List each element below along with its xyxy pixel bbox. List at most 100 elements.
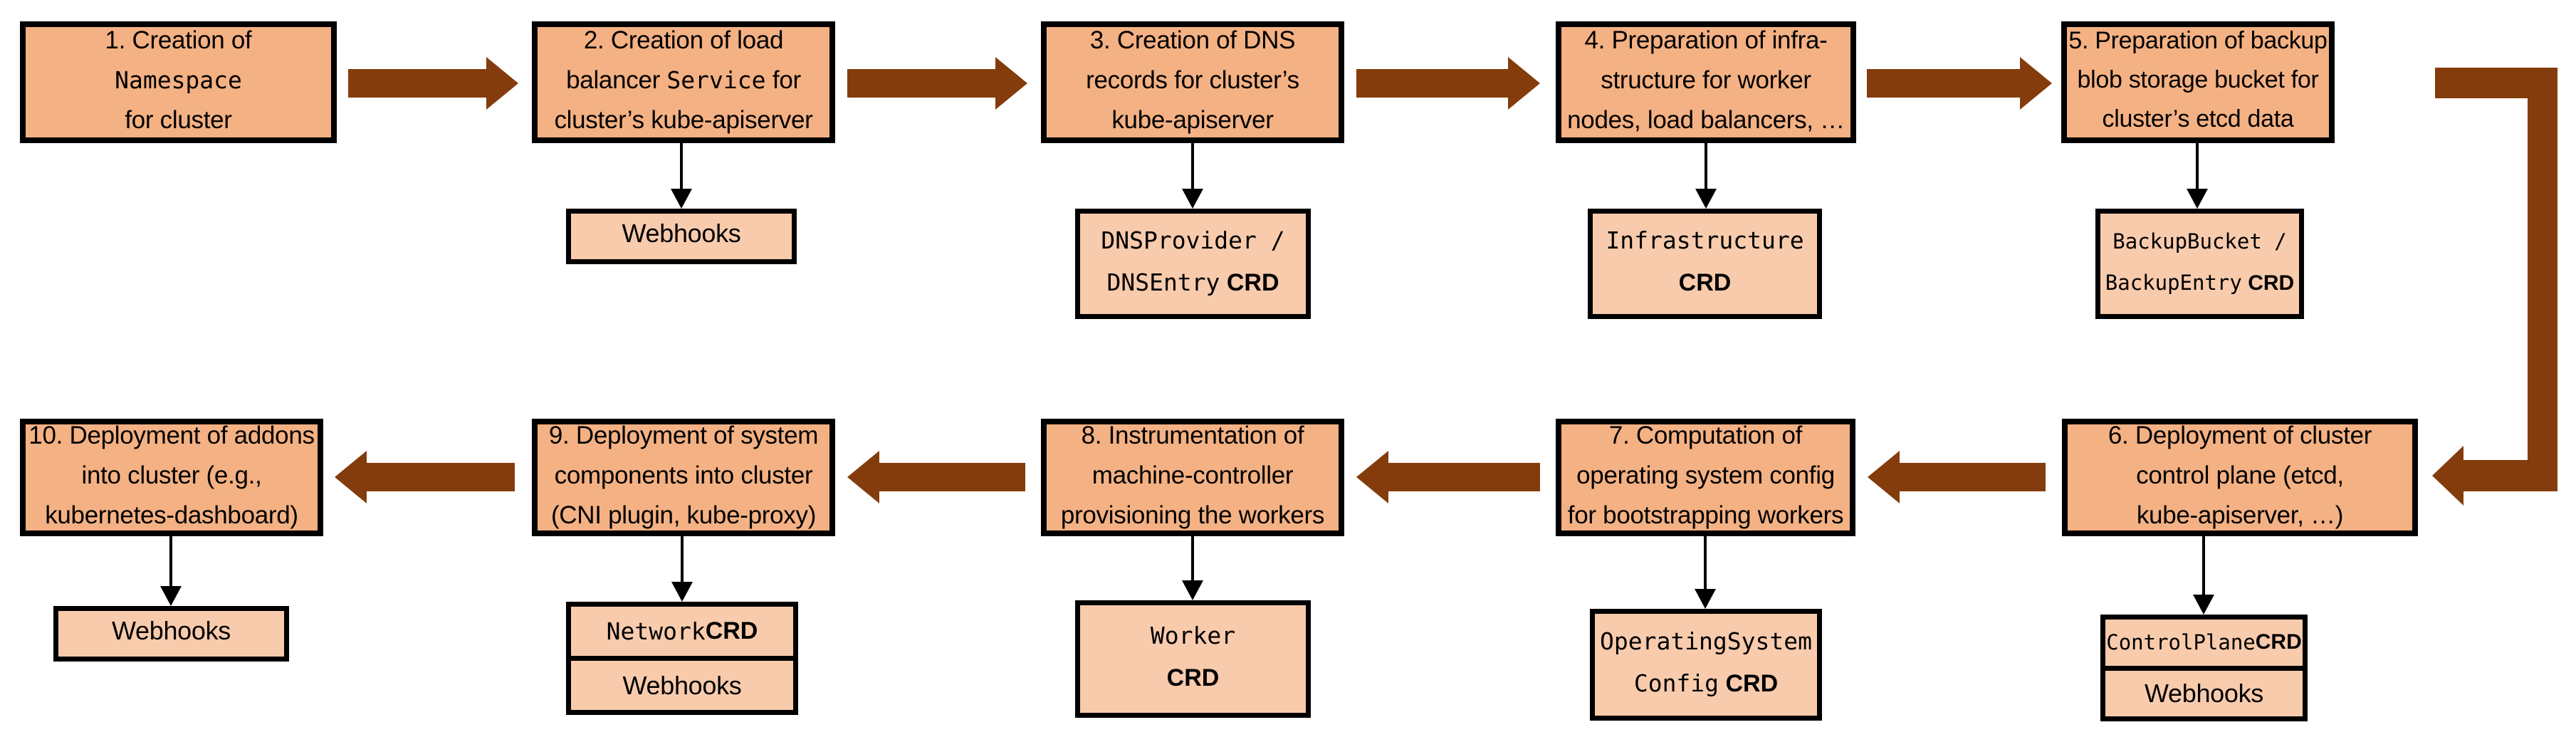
step-6-webhooks-cell: Webhooks [2105,665,2303,717]
step-label: for cluster [125,105,232,134]
arrow-tip [1182,580,1203,600]
resource-name: Namespace [115,66,242,94]
step-label: kube-apiserver [1111,105,1274,134]
step-2-line-1: 2. Creation of load [584,23,784,63]
flow-arrow-3-to-4-icon [1356,57,1540,110]
arrow-body [847,69,996,98]
down-arrow-step3-crd-icon [1182,143,1203,209]
down-arrow-step2-webhooks-icon [671,143,692,209]
arrow-body [1867,69,2021,98]
step-10-line-2: into cluster (e.g., [81,458,261,498]
step-5-box: 5. Preparation of backup blob storage bu… [2061,21,2335,143]
crd-line-2: DNSEntry CRD [1106,264,1279,306]
step-1-line-3: for cluster [125,103,232,142]
step-5-line-3: cluster’s etcd data [2103,102,2294,141]
down-arrow-step4-crd-icon [1695,143,1717,209]
arrow-shaft [2196,143,2199,190]
step-label: kubernetes-dashboard) [45,501,298,529]
arrow-body [348,69,487,98]
webhooks-label: Webhooks [111,616,231,645]
crd-name: DNSProvider / [1101,226,1285,254]
step-5-line-1: 5. Preparation of backup [2068,23,2328,63]
arrow-head [2020,57,2052,110]
step-1-line-2: Namespace [115,63,242,103]
step-10-line-1: 10. Deployment of addons [28,418,315,458]
arrow-shaft [2202,536,2205,596]
step-6-line-3: kube-apiserver, …) [2137,498,2344,538]
crd-line-1: Worker [1151,617,1235,659]
step-7-line-1: 7. Computation of [1609,418,1802,458]
crd-line-2: Config CRD [1634,665,1778,707]
step-label: for bootstrapping workers [1567,501,1844,529]
crd-line-2: CRD [1167,659,1220,701]
step-8-line-3: provisioning the workers [1061,498,1325,538]
step-2-line-2: balancer Service for [566,63,801,103]
step-9-sub-stack: Network CRD Webhooks [566,602,798,715]
step-1-box: 1. Creation of Namespace for cluster [20,21,337,143]
crd-suffix: CRD [2241,271,2295,295]
crd-suffix: CRD [1719,669,1779,697]
crd-name: OperatingSystem [1599,627,1812,655]
step-label: machine-controller [1091,461,1294,489]
arrow-tip [1695,589,1716,609]
flow-arrow-8-to-9-icon [847,451,1025,503]
step-6-crd-cell: ControlPlane CRD [2105,620,2303,666]
down-arrow-step8-crd-icon [1182,536,1203,600]
step-9-crd-cell: Network CRD [571,607,793,656]
step-label: (CNI plugin, kube-proxy) [550,501,817,529]
step-8-line-1: 8. Instrumentation of [1082,418,1304,458]
webhooks-label-line: Webhooks [112,612,231,655]
arrow-shaft [681,536,684,583]
arrow-tip [671,189,692,209]
flow-arrow-1-to-2-icon [348,57,518,110]
down-arrow-step6-crd-icon [2193,536,2214,615]
step-3-line-2: records for cluster’s [1086,63,1299,103]
crd-line-2: CRD [1679,264,1732,306]
elbow-connector-bottom-segment [2460,460,2557,491]
step-label: cluster’s etcd data [2102,105,2294,132]
step-label: for [765,66,801,94]
crd-name: ControlPlane [2106,630,2256,655]
flow-arrow-7-to-8-icon [1356,451,1540,503]
step-4-line-2: structure for worker [1601,63,1811,103]
arrow-head [486,57,518,110]
step-3-box: 3. Creation of DNS records for cluster’s… [1041,21,1344,143]
step-8-box: 8. Instrumentation of machine-controller… [1041,419,1344,536]
step-9-webhooks-cell: Webhooks [571,656,793,710]
step-7-line-2: operating system config [1576,458,1835,498]
step-label: nodes, load balancers, … [1567,105,1845,134]
crd-suffix: CRD [1678,268,1732,296]
down-arrow-step9-crd-icon [671,536,693,602]
arrow-shaft [1705,143,1707,190]
step-label: 5. Preparation of backup [2068,27,2328,54]
step-label: 9. Deployment of system [548,421,819,449]
step-label: 4. Preparation of infra- [1584,26,1828,54]
step-1-line-1: 1. Creation of [105,23,252,63]
step-9-line-1: 9. Deployment of system [548,418,819,458]
arrow-tip [2193,595,2214,615]
step-2-box: 2. Creation of load balancer Service for… [532,21,835,143]
step-label: records for cluster’s [1086,66,1299,94]
webhooks-label: Webhooks [2144,678,2264,708]
step-6-box: 6. Deployment of cluster control plane (… [2062,419,2418,536]
step-label: into cluster (e.g., [81,461,262,489]
step-6-line-1: 6. Deployment of cluster [2108,418,2372,458]
step-label: structure for worker [1601,66,1811,94]
arrow-tip [671,582,693,602]
flow-arrow-6-to-7-icon [1868,451,2046,503]
webhooks-label-line: Webhooks [622,215,740,258]
crd-line-1: Infrastructure [1606,222,1803,264]
crd-line-1: OperatingSystem [1600,623,1812,665]
step-label: 8. Instrumentation of [1081,421,1304,449]
crd-suffix: CRD [1166,664,1220,691]
step-3-crd-box: DNSProvider / DNSEntry CRD [1075,209,1311,319]
arrow-tip [1695,189,1717,209]
crd-name: BackupBucket / [2112,229,2287,254]
flow-arrow-4-to-5-icon [1867,57,2052,110]
step-5-crd-box: BackupBucket / BackupEntry CRD [2095,209,2304,319]
arrow-head [847,451,879,503]
step-4-line-1: 4. Preparation of infra- [1584,23,1827,63]
step-7-crd-box: OperatingSystem Config CRD [1590,609,1822,721]
step-label: 10. Deployment of addons [28,421,315,449]
